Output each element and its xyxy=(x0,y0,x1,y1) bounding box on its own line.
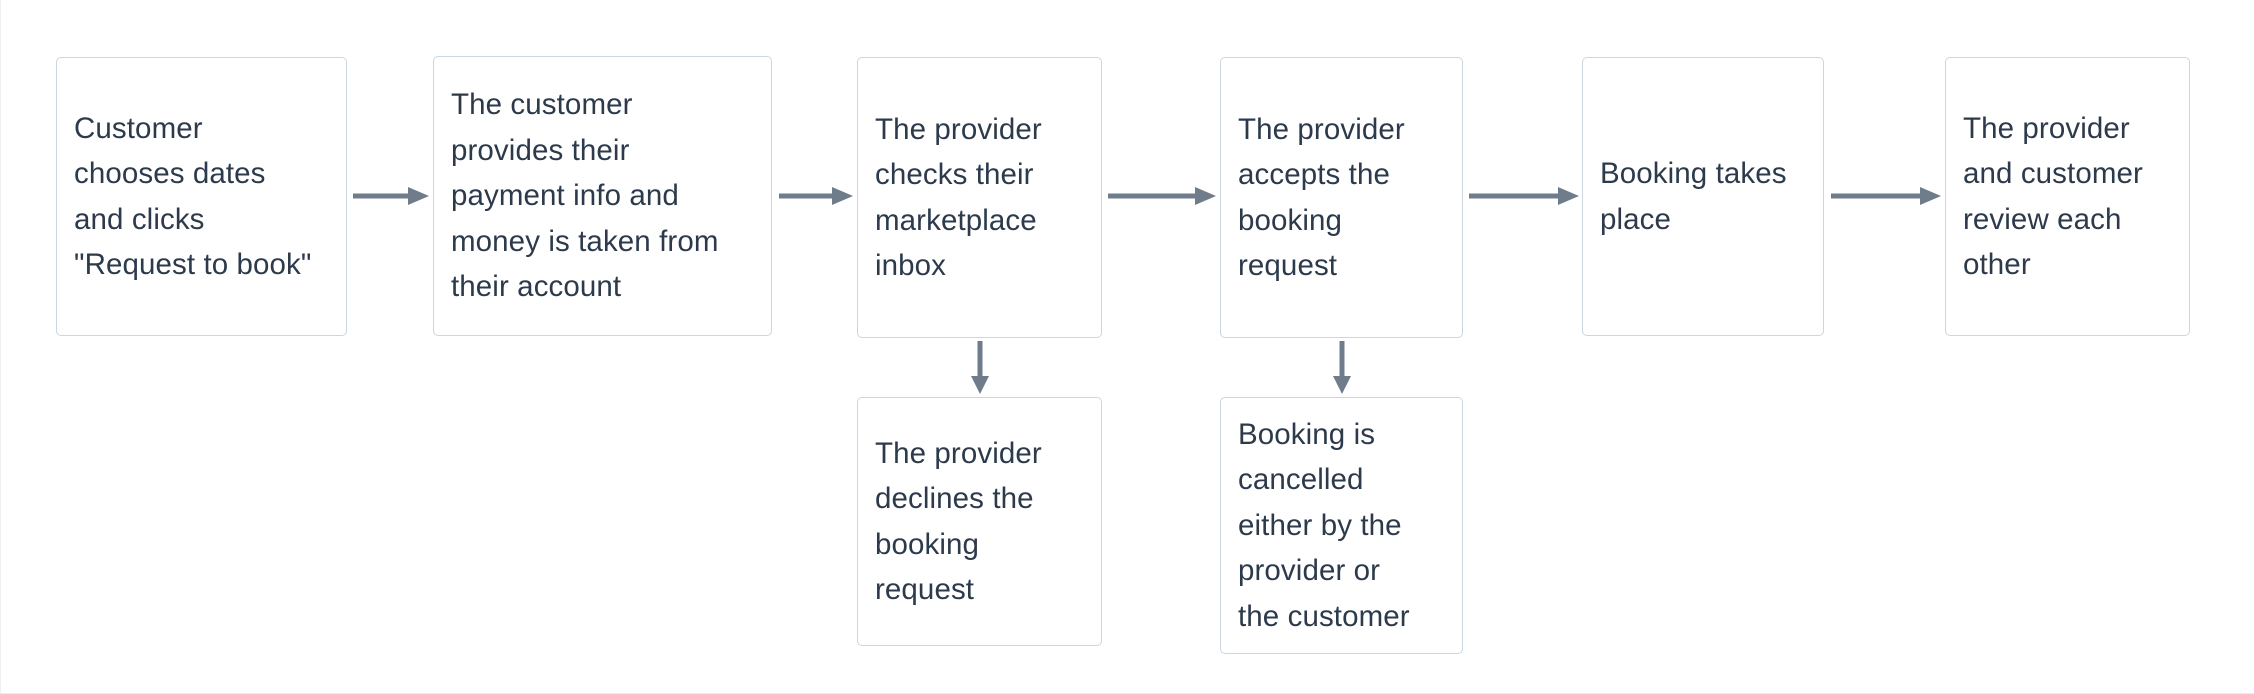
flow-node-label: The customer provides their payment info… xyxy=(451,88,719,304)
arrow-right-icon xyxy=(1469,187,1579,205)
flow-node-provider-declines[interactable]: The provider declines the booking reques… xyxy=(857,397,1102,646)
flow-node-payment-taken[interactable]: The customer provides their payment info… xyxy=(433,56,772,336)
arrow-right-icon xyxy=(1108,187,1216,205)
flow-node-label: Customer chooses dates and clicks "Reque… xyxy=(74,111,312,282)
flow-node-label: The provider accepts the booking request xyxy=(1238,112,1405,283)
arrow-down-icon xyxy=(971,341,989,394)
flow-node-booking-takes-place[interactable]: Booking takes place xyxy=(1582,57,1824,336)
flow-node-label: Booking is cancelled either by the provi… xyxy=(1238,417,1410,633)
arrow-down-icon xyxy=(1333,341,1351,394)
flow-node-label: The provider declines the booking reques… xyxy=(875,436,1042,607)
arrow-right-icon xyxy=(353,187,429,205)
flow-node-label: Booking takes place xyxy=(1600,157,1787,236)
flow-node-mutual-review[interactable]: The provider and customer review each ot… xyxy=(1945,57,2190,336)
flow-node-label: The provider checks their marketplace in… xyxy=(875,112,1042,283)
flow-node-request-to-book[interactable]: Customer chooses dates and clicks "Reque… xyxy=(56,57,347,336)
flow-node-provider-checks-inbox[interactable]: The provider checks their marketplace in… xyxy=(857,57,1102,338)
arrow-right-icon xyxy=(779,187,853,205)
flow-node-booking-cancelled[interactable]: Booking is cancelled either by the provi… xyxy=(1220,397,1463,654)
arrow-right-icon xyxy=(1831,187,1941,205)
flow-node-label: The provider and customer review each ot… xyxy=(1963,111,2143,282)
flow-node-provider-accepts[interactable]: The provider accepts the booking request xyxy=(1220,57,1463,338)
